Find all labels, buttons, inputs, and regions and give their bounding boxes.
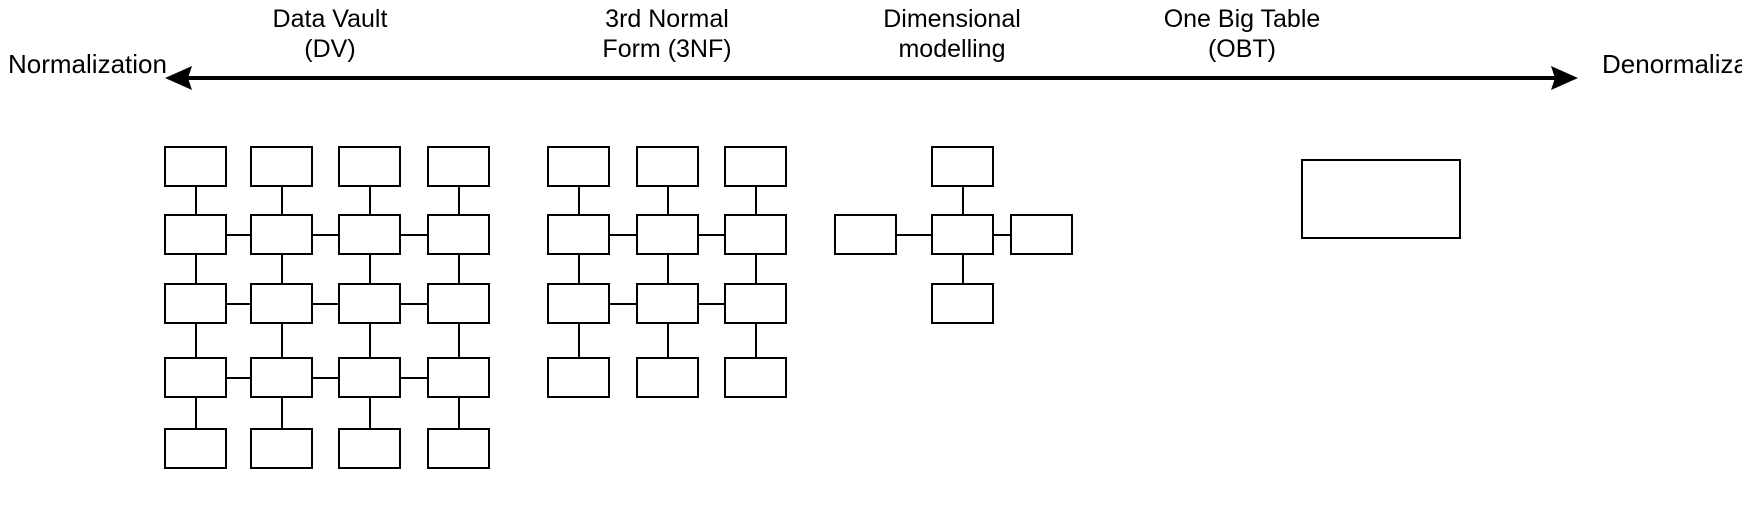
axis-label-normalization: Normalization <box>8 49 167 79</box>
data-vault-table-node <box>250 428 313 469</box>
third-normal-form-connector-vertical <box>666 187 669 214</box>
star-dimension-table-top <box>931 146 994 187</box>
data-vault-table-node <box>427 428 490 469</box>
third-normal-form-table-node <box>547 283 610 324</box>
data-vault-connector-vertical <box>457 398 460 428</box>
data-vault-connector-horizontal <box>401 376 427 379</box>
data-vault-connector-horizontal <box>227 233 250 236</box>
data-vault-connector-vertical <box>280 187 283 214</box>
star-connector-left <box>897 233 931 236</box>
third-normal-form-connector-vertical <box>666 255 669 283</box>
data-vault-connector-horizontal <box>227 302 250 305</box>
third-normal-form-table-node <box>547 146 610 187</box>
data-vault-connector-horizontal <box>313 233 338 236</box>
data-vault-table-node <box>338 146 401 187</box>
third-normal-form-connector-vertical <box>754 255 757 283</box>
data-vault-table-node <box>164 283 227 324</box>
data-vault-connector-vertical <box>194 324 197 357</box>
axis-label-denormalization: Denormalization <box>1602 49 1742 79</box>
third-normal-form-table-node <box>724 357 787 398</box>
stage-label-third-normal-form: 3rd Normal Form (3NF) <box>602 5 732 63</box>
data-vault-connector-vertical <box>280 255 283 283</box>
star-dimension-table-left <box>834 214 897 255</box>
third-normal-form-connector-vertical <box>754 324 757 357</box>
data-vault-connector-horizontal <box>313 376 338 379</box>
data-vault-table-node <box>164 214 227 255</box>
third-normal-form-connector-horizontal <box>699 233 724 236</box>
data-vault-connector-vertical <box>457 187 460 214</box>
data-vault-table-node <box>250 146 313 187</box>
data-vault-connector-vertical <box>457 324 460 357</box>
third-normal-form-table-node <box>724 146 787 187</box>
star-dimension-table-bottom <box>931 283 994 324</box>
data-vault-connector-horizontal <box>227 376 250 379</box>
data-vault-table-node <box>164 146 227 187</box>
data-vault-table-node <box>250 214 313 255</box>
data-vault-connector-vertical <box>280 324 283 357</box>
star-connector-top <box>961 187 964 214</box>
data-vault-table-node <box>250 357 313 398</box>
data-vault-connector-vertical <box>368 324 371 357</box>
data-vault-table-node <box>338 283 401 324</box>
third-normal-form-connector-vertical <box>577 324 580 357</box>
data-vault-table-node <box>427 283 490 324</box>
data-vault-table-node <box>427 214 490 255</box>
data-vault-table-node <box>427 357 490 398</box>
data-vault-table-node <box>250 283 313 324</box>
star-dimension-table-right <box>1010 214 1073 255</box>
third-normal-form-connector-vertical <box>577 255 580 283</box>
stage-label-one-big-table: One Big Table (OBT) <box>1163 5 1321 63</box>
third-normal-form-connector-horizontal <box>699 302 724 305</box>
data-vault-table-node <box>338 428 401 469</box>
data-vault-table-node <box>164 428 227 469</box>
third-normal-form-table-node <box>547 357 610 398</box>
one-big-table-node <box>1301 159 1461 239</box>
third-normal-form-table-node <box>636 146 699 187</box>
third-normal-form-table-node <box>547 214 610 255</box>
data-vault-connector-vertical <box>457 255 460 283</box>
data-vault-table-node <box>338 357 401 398</box>
third-normal-form-connector-vertical <box>577 187 580 214</box>
third-normal-form-table-node <box>636 283 699 324</box>
star-connector-bottom <box>961 255 964 283</box>
third-normal-form-connector-horizontal <box>610 302 636 305</box>
data-vault-connector-horizontal <box>401 233 427 236</box>
data-vault-connector-vertical <box>280 398 283 428</box>
third-normal-form-connector-horizontal <box>610 233 636 236</box>
stage-label-data-vault: Data Vault (DV) <box>272 5 388 63</box>
data-vault-connector-horizontal <box>401 302 427 305</box>
data-vault-table-node <box>427 146 490 187</box>
data-vault-connector-vertical <box>368 187 371 214</box>
stage-label-dimensional-modelling: Dimensional modelling <box>883 5 1021 63</box>
star-connector-right <box>994 233 1010 236</box>
data-vault-connector-vertical <box>368 255 371 283</box>
third-normal-form-table-node <box>636 214 699 255</box>
third-normal-form-connector-vertical <box>666 324 669 357</box>
third-normal-form-connector-vertical <box>754 187 757 214</box>
data-vault-connector-vertical <box>368 398 371 428</box>
data-vault-connector-vertical <box>194 255 197 283</box>
data-vault-connector-horizontal <box>313 302 338 305</box>
data-vault-connector-vertical <box>194 398 197 428</box>
third-normal-form-table-node <box>724 214 787 255</box>
third-normal-form-table-node <box>724 283 787 324</box>
data-vault-table-node <box>338 214 401 255</box>
data-vault-connector-vertical <box>194 187 197 214</box>
star-fact-table-center <box>931 214 994 255</box>
data-vault-table-node <box>164 357 227 398</box>
third-normal-form-table-node <box>636 357 699 398</box>
